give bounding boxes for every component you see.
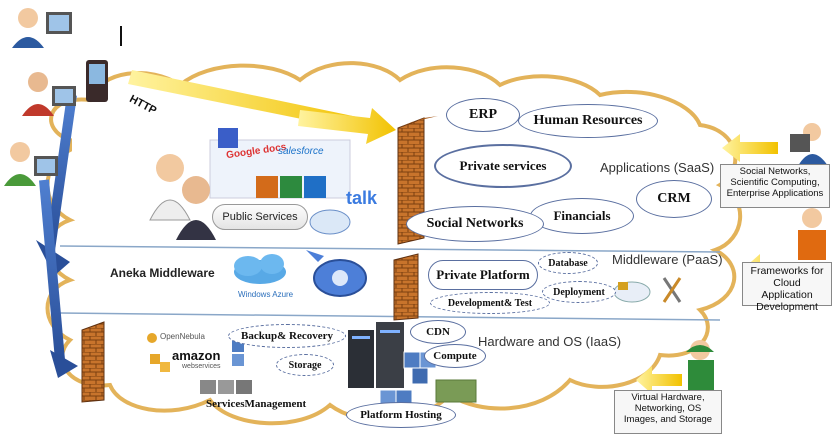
human-resources-oval: Human Resources <box>518 104 658 138</box>
storage-oval: Storage <box>276 354 334 376</box>
arrow-iaas-callout <box>636 366 682 394</box>
aneka-middleware-label: Aneka Middleware <box>110 266 215 280</box>
developer-icon-iaas <box>686 340 714 390</box>
blue-arrow-1 <box>45 94 77 251</box>
salesforce-logo: salesforce <box>278 146 324 157</box>
amazon-subtitle: webservices <box>182 363 221 370</box>
blue-arrow-2-head <box>50 350 78 378</box>
firewall-icon-iaas <box>81 321 105 403</box>
blue-arrow-2 <box>39 179 65 361</box>
paas-callout: Frameworks for Cloud Application Develop… <box>742 262 832 313</box>
financials-oval: Financials <box>530 198 634 234</box>
backup-recovery-oval: Backup& Recovery <box>228 324 346 348</box>
firewall-icon-saas <box>397 116 438 245</box>
private-services-oval: Private services <box>434 144 572 188</box>
saas-paas-divider <box>59 245 721 253</box>
phone-icon <box>86 60 108 102</box>
cube-icons <box>200 340 477 407</box>
talk-logo: talk <box>346 188 378 208</box>
deployment-oval: Deployment <box>542 281 616 303</box>
amazon-label: amazon <box>172 348 221 363</box>
user-icon-middle <box>22 72 76 116</box>
user-icon-top <box>12 8 72 48</box>
saas-callout: Social Networks, Scientific Computing, E… <box>720 164 830 208</box>
saas-layer-label: Applications (SaaS) <box>600 160 715 175</box>
public-services-collage <box>149 128 351 240</box>
private-platform-oval: Private Platform <box>428 260 538 290</box>
database-oval: Database <box>538 252 598 274</box>
services-management-label: ServicesManagement <box>206 398 307 410</box>
erp-oval: ERP <box>446 98 520 132</box>
iaas-layer-label: Hardware and OS (IaaS) <box>478 334 622 349</box>
deployment-icon <box>613 277 682 303</box>
server-rack-icon <box>348 322 404 388</box>
amazon-icon <box>150 354 170 372</box>
opennebula-icon <box>147 333 157 343</box>
public-services-label: Public Services <box>212 204 308 230</box>
opennebula-label: OpenNebula <box>160 332 205 341</box>
windows-azure-label: Windows Azure <box>238 290 294 299</box>
platform-hosting-oval: Platform Hosting <box>346 402 456 428</box>
text-cursor <box>120 26 122 46</box>
azure-logo <box>234 254 286 284</box>
paas-iaas-divider <box>59 312 721 321</box>
social-networks-oval: Social Networks <box>406 206 544 242</box>
user-icon-bottom <box>4 142 58 186</box>
crm-oval: CRM <box>636 180 712 218</box>
compute-oval: Compute <box>424 344 486 368</box>
firewall-icon-paas <box>393 253 419 321</box>
cdn-oval: CDN <box>410 320 466 344</box>
arrow-saas-callout <box>722 134 778 162</box>
app-engine-logo <box>306 250 367 297</box>
developer-icon-paas <box>798 208 826 260</box>
iaas-callout: Virtual Hardware, Networking, OS Images,… <box>614 390 722 434</box>
paas-layer-label: Middleware (PaaS) <box>612 252 723 267</box>
http-arrow-2 <box>298 108 396 144</box>
development-test-oval: Development& Test <box>430 292 550 314</box>
developer-icon-saas <box>790 123 828 166</box>
